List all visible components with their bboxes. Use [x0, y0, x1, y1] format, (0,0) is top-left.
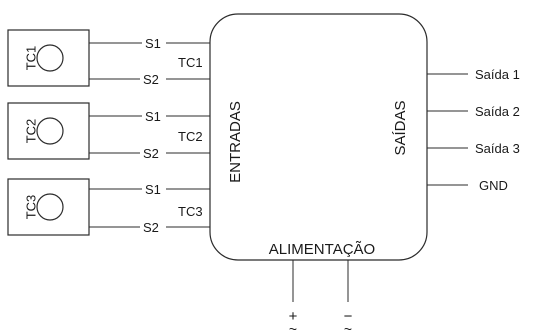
- wire-pair-label: TC3: [178, 204, 203, 219]
- output-2-label: Saída 2: [475, 104, 520, 119]
- transformer-box: [7, 29, 90, 87]
- transformer-label: TC1: [23, 46, 38, 71]
- transformer-core-icon: [36, 193, 64, 221]
- tc3-wiring: S1 S2 TC3: [89, 182, 210, 235]
- transformer-box: [7, 102, 90, 160]
- ac-symbol-negative: ~: [344, 321, 352, 336]
- tc2-wiring: S1 S2 TC2: [89, 109, 210, 161]
- terminal-s2-label: S2: [143, 220, 159, 235]
- transformer-label: TC3: [23, 195, 38, 220]
- power-terminals: + − ~ ~: [289, 260, 353, 336]
- transformer-label: TC2: [23, 119, 38, 144]
- ac-symbol-positive: ~: [289, 321, 297, 336]
- power-label: ALIMENTAÇÃO: [269, 241, 375, 258]
- output-1-label: Saída 1: [475, 67, 520, 82]
- output-3-label: Saída 3: [475, 141, 520, 156]
- terminal-s1-label: S1: [145, 36, 161, 51]
- transformer-tc1: TC1: [7, 29, 90, 87]
- transformer-core-icon: [36, 44, 64, 72]
- negative-terminal-label: −: [344, 308, 353, 325]
- transformer-tc2: TC2: [7, 102, 90, 160]
- outputs: Saída 1 Saída 2 Saída 3 GND: [427, 67, 520, 193]
- terminal-s1-label: S1: [145, 109, 161, 124]
- terminal-s2-label: S2: [143, 72, 159, 87]
- positive-terminal-label: +: [289, 308, 298, 325]
- inputs-label: ENTRADAS: [227, 101, 244, 183]
- wire-pair-label: TC1: [178, 55, 203, 70]
- controller-module: ENTRADAS SAÍDAS ALIMENTAÇÃO: [209, 13, 428, 261]
- module-body: [209, 13, 428, 261]
- wire-pair-label: TC2: [178, 129, 203, 144]
- outputs-label: SAÍDAS: [392, 100, 409, 155]
- terminal-s2-label: S2: [143, 146, 159, 161]
- terminal-s1-label: S1: [145, 182, 161, 197]
- transformer-core-icon: [36, 117, 64, 145]
- transformer-box: [7, 178, 90, 236]
- transformer-tc3: TC3: [7, 178, 90, 236]
- gnd-label: GND: [479, 178, 508, 193]
- tc1-wiring: S1 S2 TC1: [89, 36, 210, 87]
